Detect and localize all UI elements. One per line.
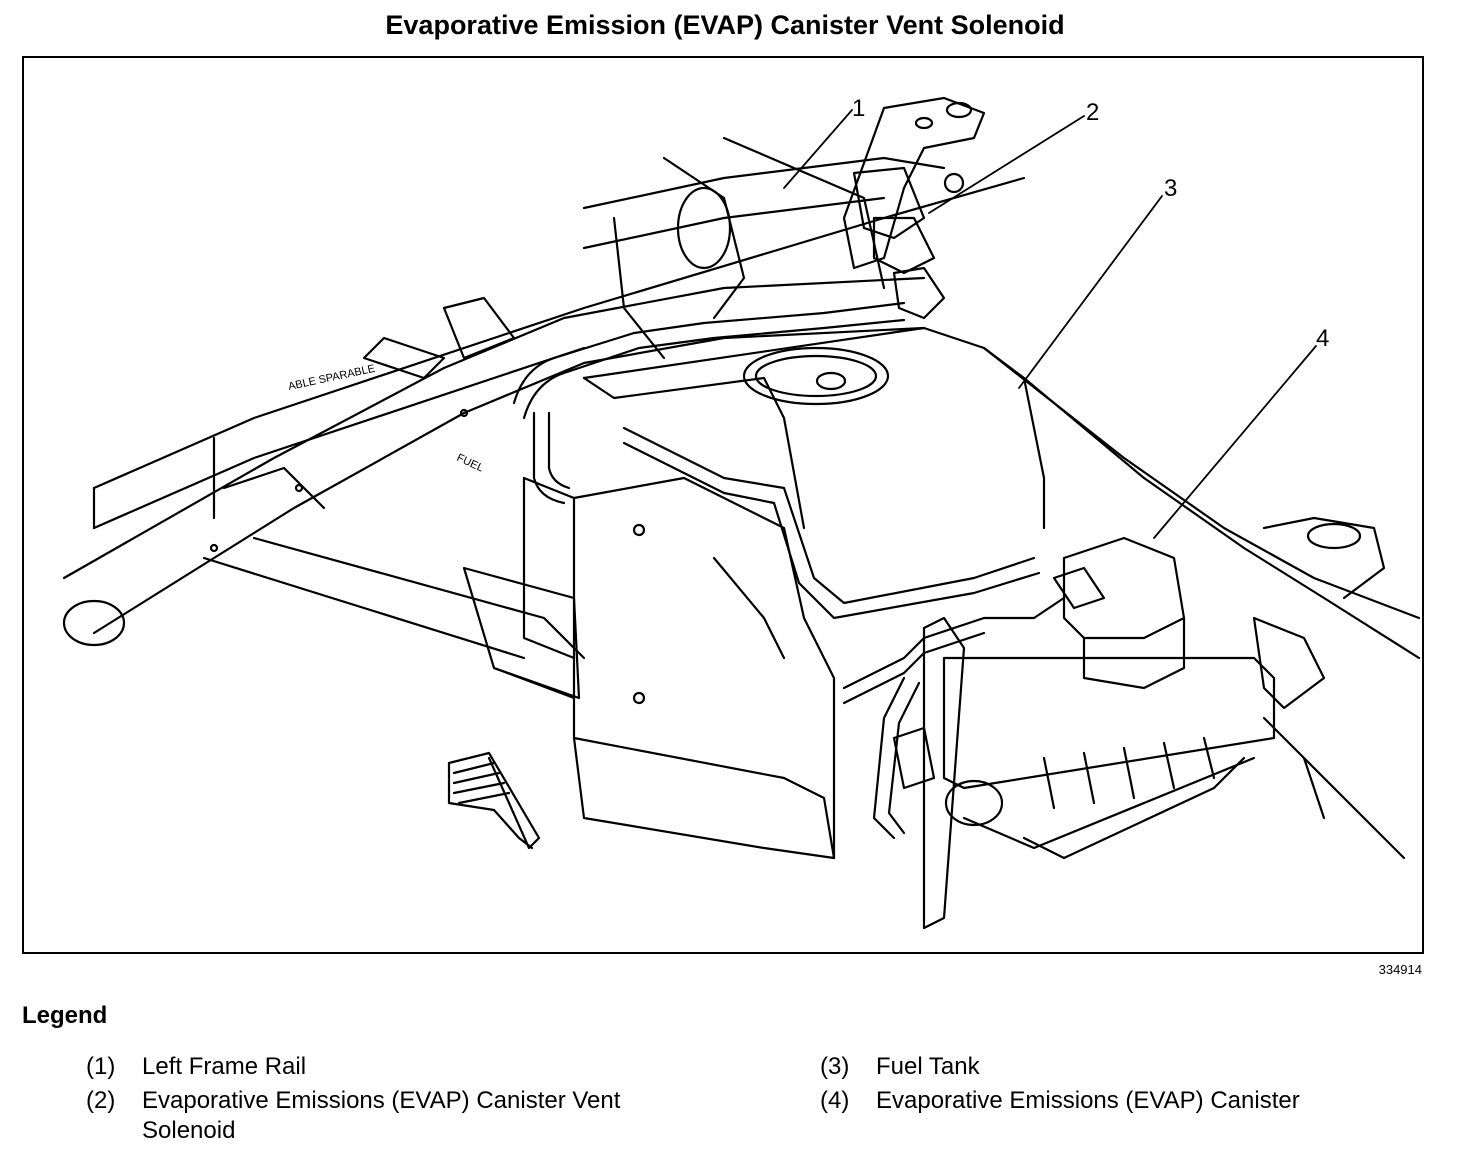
legend-label: Fuel Tank — [876, 1053, 980, 1080]
legend-number: (2) — [86, 1087, 116, 1114]
diagram-title: Evaporative Emission (EVAP) Canister Ven… — [385, 10, 1065, 40]
vent-solenoid-shape — [842, 96, 986, 320]
diagram-frame: ABLE SPARABLE FUEL 1 2 3 4 — [22, 56, 1424, 954]
direction-arrow — [447, 751, 541, 850]
right-frame-rail — [982, 346, 1421, 860]
legend-item-4: (4) Evaporative Emissions (EVAP) Caniste… — [820, 1086, 1436, 1116]
legend-item-1: (1) Left Frame Rail — [86, 1052, 662, 1082]
hose-lines — [512, 301, 1066, 840]
legend-item-2: (2) Evaporative Emissions (EVAP) Caniste… — [86, 1086, 642, 1146]
left-frame-rail-tube — [62, 276, 926, 660]
leader-line-3 — [1018, 195, 1163, 389]
callout-2: 2 — [1086, 99, 1099, 126]
background-frame-structure — [92, 136, 1026, 530]
legend-heading: Legend — [22, 1002, 108, 1029]
legend-label: Evaporative Emissions (EVAP) Canister — [876, 1087, 1300, 1114]
line-drawing: ABLE SPARABLE FUEL 1 2 3 4 — [62, 95, 1421, 930]
callout-4: 4 — [1316, 325, 1329, 352]
fuel-tank-shape — [462, 326, 1046, 860]
legend-number: (4) — [820, 1087, 850, 1114]
evap-canister-shape — [892, 536, 1276, 930]
legend-number: (1) — [86, 1053, 116, 1080]
drawing-label-fragment: ABLE SPARABLE — [287, 363, 376, 393]
legend-item-3: (3) Fuel Tank — [820, 1052, 1396, 1082]
callout-3: 3 — [1164, 175, 1177, 202]
legend-number: (3) — [820, 1053, 850, 1080]
legend-label: Evaporative Emissions (EVAP) Canister Ve… — [142, 1087, 621, 1144]
leader-line-2 — [928, 115, 1085, 214]
leader-lines — [783, 109, 1317, 539]
leader-line-1 — [783, 109, 853, 189]
leader-line-4 — [1153, 345, 1317, 539]
figure-id: 334914 — [1378, 962, 1422, 977]
drawing-label-fuel: FUEL — [455, 452, 486, 475]
legend-label: Left Frame Rail — [142, 1053, 307, 1080]
callout-1: 1 — [852, 95, 865, 122]
